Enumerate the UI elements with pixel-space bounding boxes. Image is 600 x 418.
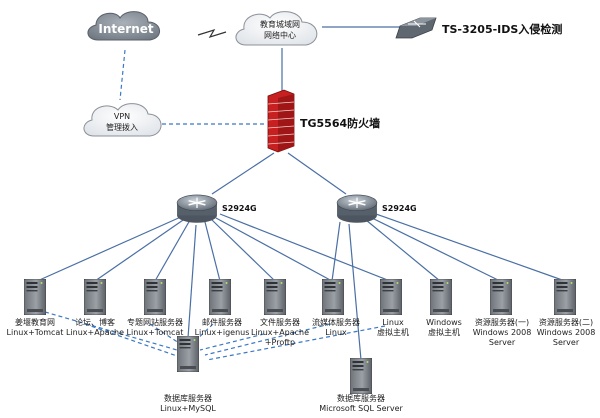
vpn-line1: VPN: [114, 112, 130, 121]
vpn-line2: 管理拨入: [106, 122, 138, 132]
server-icon: [350, 358, 372, 394]
server-name: 论坛、博客: [75, 317, 115, 327]
ids-icon: [408, 20, 426, 28]
db-server-mssql: 数据库服务器 Microsoft SQL Server: [319, 358, 403, 413]
server-row: 姜堰教育网 Linux+Tomcat 论坛、博客 Linux+Apache 专题…: [7, 279, 596, 347]
server-name: 流媒体服务器: [312, 317, 360, 327]
server-extra: +Proftp: [265, 338, 295, 347]
server-icon: [554, 279, 576, 315]
server-os: Windows 2008: [537, 328, 596, 337]
server-os: Windows 2008: [473, 328, 532, 337]
db-mssql-os: Microsoft SQL Server: [319, 404, 403, 413]
links-layer: [34, 26, 566, 361]
server-mail: 邮件服务器 Linux+igenus: [195, 279, 250, 337]
switch-right: S2924G: [336, 194, 417, 224]
server-name: 专题网站服务器: [127, 317, 183, 327]
server-windows-vhost: Windows 虚拟主机: [426, 279, 462, 337]
firewall-switch-left-link: [211, 152, 275, 195]
server-forum-blog: 论坛、博客 Linux+Apache: [66, 279, 124, 337]
metro-center-line2: 网络中心: [264, 30, 296, 40]
switch-icon: [176, 194, 218, 224]
server-icon: [209, 279, 231, 315]
server-os: Linux+Tomcat: [127, 328, 184, 337]
ids-label: TS-3205-IDS入侵检测: [442, 22, 562, 36]
metro-center-line1: 教育城域网: [260, 19, 300, 29]
brick-icon: [267, 101, 295, 145]
switch-left-label: S2924G: [222, 204, 257, 213]
firewall-switch-right-link: [287, 152, 347, 195]
server-icon: [380, 279, 402, 315]
db-server-mysql: 数据库服务器 Linux+MySQL: [160, 336, 216, 413]
vpn-cloud: VPN 管理拨入: [83, 103, 162, 137]
server-streaming: 流媒体服务器 Linux: [312, 279, 360, 337]
server-resource-2: 资源服务器(二) Windows 2008 Server: [537, 279, 596, 347]
firewall-label: TG5564防火墙: [300, 116, 380, 130]
server-extra: Server: [489, 338, 516, 347]
server-icon: [490, 279, 512, 315]
server-icon: [322, 279, 344, 315]
server-os: 虚拟主机: [377, 327, 409, 337]
internet-cloud: Internet: [87, 11, 160, 41]
switch-left: S2924G: [176, 194, 257, 224]
server-name: 资源服务器(一): [475, 317, 529, 327]
server-os: 虚拟主机: [428, 327, 460, 337]
server-resource-1: 资源服务器(一) Windows 2008 Server: [473, 279, 532, 347]
switch-icon: [336, 194, 378, 224]
server-name: 姜堰教育网: [15, 317, 55, 327]
server-os: Linux+Apache: [251, 328, 309, 337]
server-icon: [264, 279, 286, 315]
server-icon: [144, 279, 166, 315]
server-extra: Server: [553, 338, 580, 347]
internet-label: Internet: [98, 22, 153, 36]
server-icon: [177, 336, 199, 372]
ids-appliance: TS-3205-IDS入侵检测: [395, 17, 562, 39]
switch-right-server-links: [331, 213, 566, 361]
server-icon: [430, 279, 452, 315]
server-os: Linux+Tomcat: [7, 328, 64, 337]
server-topic-site: 专题网站服务器 Linux+Tomcat: [127, 279, 184, 337]
server-jiangyan-edu: 姜堰教育网 Linux+Tomcat: [7, 279, 64, 337]
server-name: 邮件服务器: [202, 317, 242, 327]
server-icon: [24, 279, 46, 315]
server-file: 文件服务器 Linux+Apache +Proftp: [251, 279, 309, 347]
server-os: Linux+igenus: [195, 328, 250, 337]
server-os: Linux+Apache: [66, 328, 124, 337]
firewall: TG5564防火墙: [267, 89, 380, 153]
db-mssql-name: 数据库服务器: [337, 393, 385, 403]
server-os: Linux: [325, 328, 347, 337]
server-linux-vhost: Linux 虚拟主机: [377, 279, 409, 337]
server-name: Windows: [426, 318, 462, 327]
db-mysql-name: 数据库服务器: [164, 393, 212, 403]
server-name: 文件服务器: [260, 317, 300, 327]
internet-vpn-link: [119, 49, 126, 101]
metro-center-cloud: 教育城域网 网络中心: [235, 11, 318, 46]
wan-link: [197, 28, 227, 39]
server-icon: [84, 279, 106, 315]
switch-right-label: S2924G: [382, 204, 417, 213]
server-name: 资源服务器(二): [539, 317, 593, 327]
server-name: Linux: [382, 318, 404, 327]
db-mysql-os: Linux+MySQL: [160, 404, 216, 413]
switch-left-server-links: [34, 213, 391, 339]
